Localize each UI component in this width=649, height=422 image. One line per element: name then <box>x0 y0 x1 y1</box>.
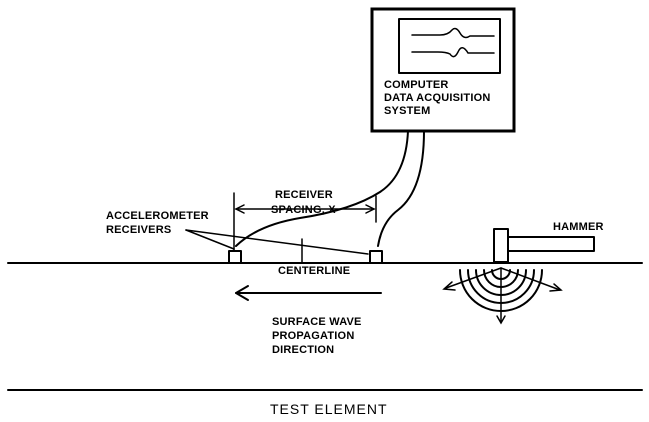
hammer-handle <box>507 236 595 252</box>
computer-label-line3: SYSTEM <box>384 105 430 117</box>
screen-trace-upper <box>411 27 495 39</box>
wave-arrow-right <box>549 283 563 292</box>
accelerometer-label-line2: RECEIVERS <box>106 224 171 236</box>
hammer-label: HAMMER <box>553 221 604 233</box>
wave-arrow-down <box>496 315 506 325</box>
screen-trace-lower <box>411 47 495 58</box>
computer-label-line1: COMPUTER <box>384 79 449 91</box>
receiver-spacing-label-line2: SPACING, X <box>271 204 336 216</box>
cable-to-left-receiver <box>235 130 409 247</box>
test-element-caption: TEST ELEMENT <box>270 401 388 417</box>
spacing-arrow-left <box>234 204 245 214</box>
wave-arrow-left <box>442 281 456 291</box>
wave-label-line2: PROPAGATION <box>272 330 354 342</box>
cable-to-right-receiver <box>377 130 425 247</box>
wave-ray-right <box>500 267 561 291</box>
receiver-left <box>228 250 242 264</box>
impact-stress-waves <box>442 267 563 325</box>
computer-screen <box>398 18 501 74</box>
receiver-right <box>369 250 383 264</box>
wave-ray-left <box>445 267 502 289</box>
computer-label-line2: DATA ACQUISITION <box>384 92 490 104</box>
receiver-spacing-dimension <box>233 192 377 251</box>
propagation-arrowhead <box>235 285 249 301</box>
accelerometer-receivers <box>185 229 383 264</box>
centerline-label: CENTERLINE <box>278 265 350 277</box>
wave-label-line1: SURFACE WAVE <box>272 316 362 328</box>
propagation-direction-arrow <box>235 285 382 301</box>
hammer <box>493 228 595 263</box>
test-element-slab <box>7 262 643 391</box>
computer-box <box>370 7 516 133</box>
spacing-arrow-right <box>365 204 376 214</box>
receiver-spacing-label-line1: RECEIVER <box>275 189 333 201</box>
accelerometer-label-line1: ACCELEROMETER <box>106 210 209 222</box>
computer-monitor <box>370 7 516 133</box>
hammer-head <box>493 228 509 263</box>
leader-to-left-receiver <box>185 229 235 250</box>
wave-label-line3: DIRECTION <box>272 344 334 356</box>
data-cable <box>235 130 425 247</box>
leader-to-right-receiver <box>185 229 369 255</box>
